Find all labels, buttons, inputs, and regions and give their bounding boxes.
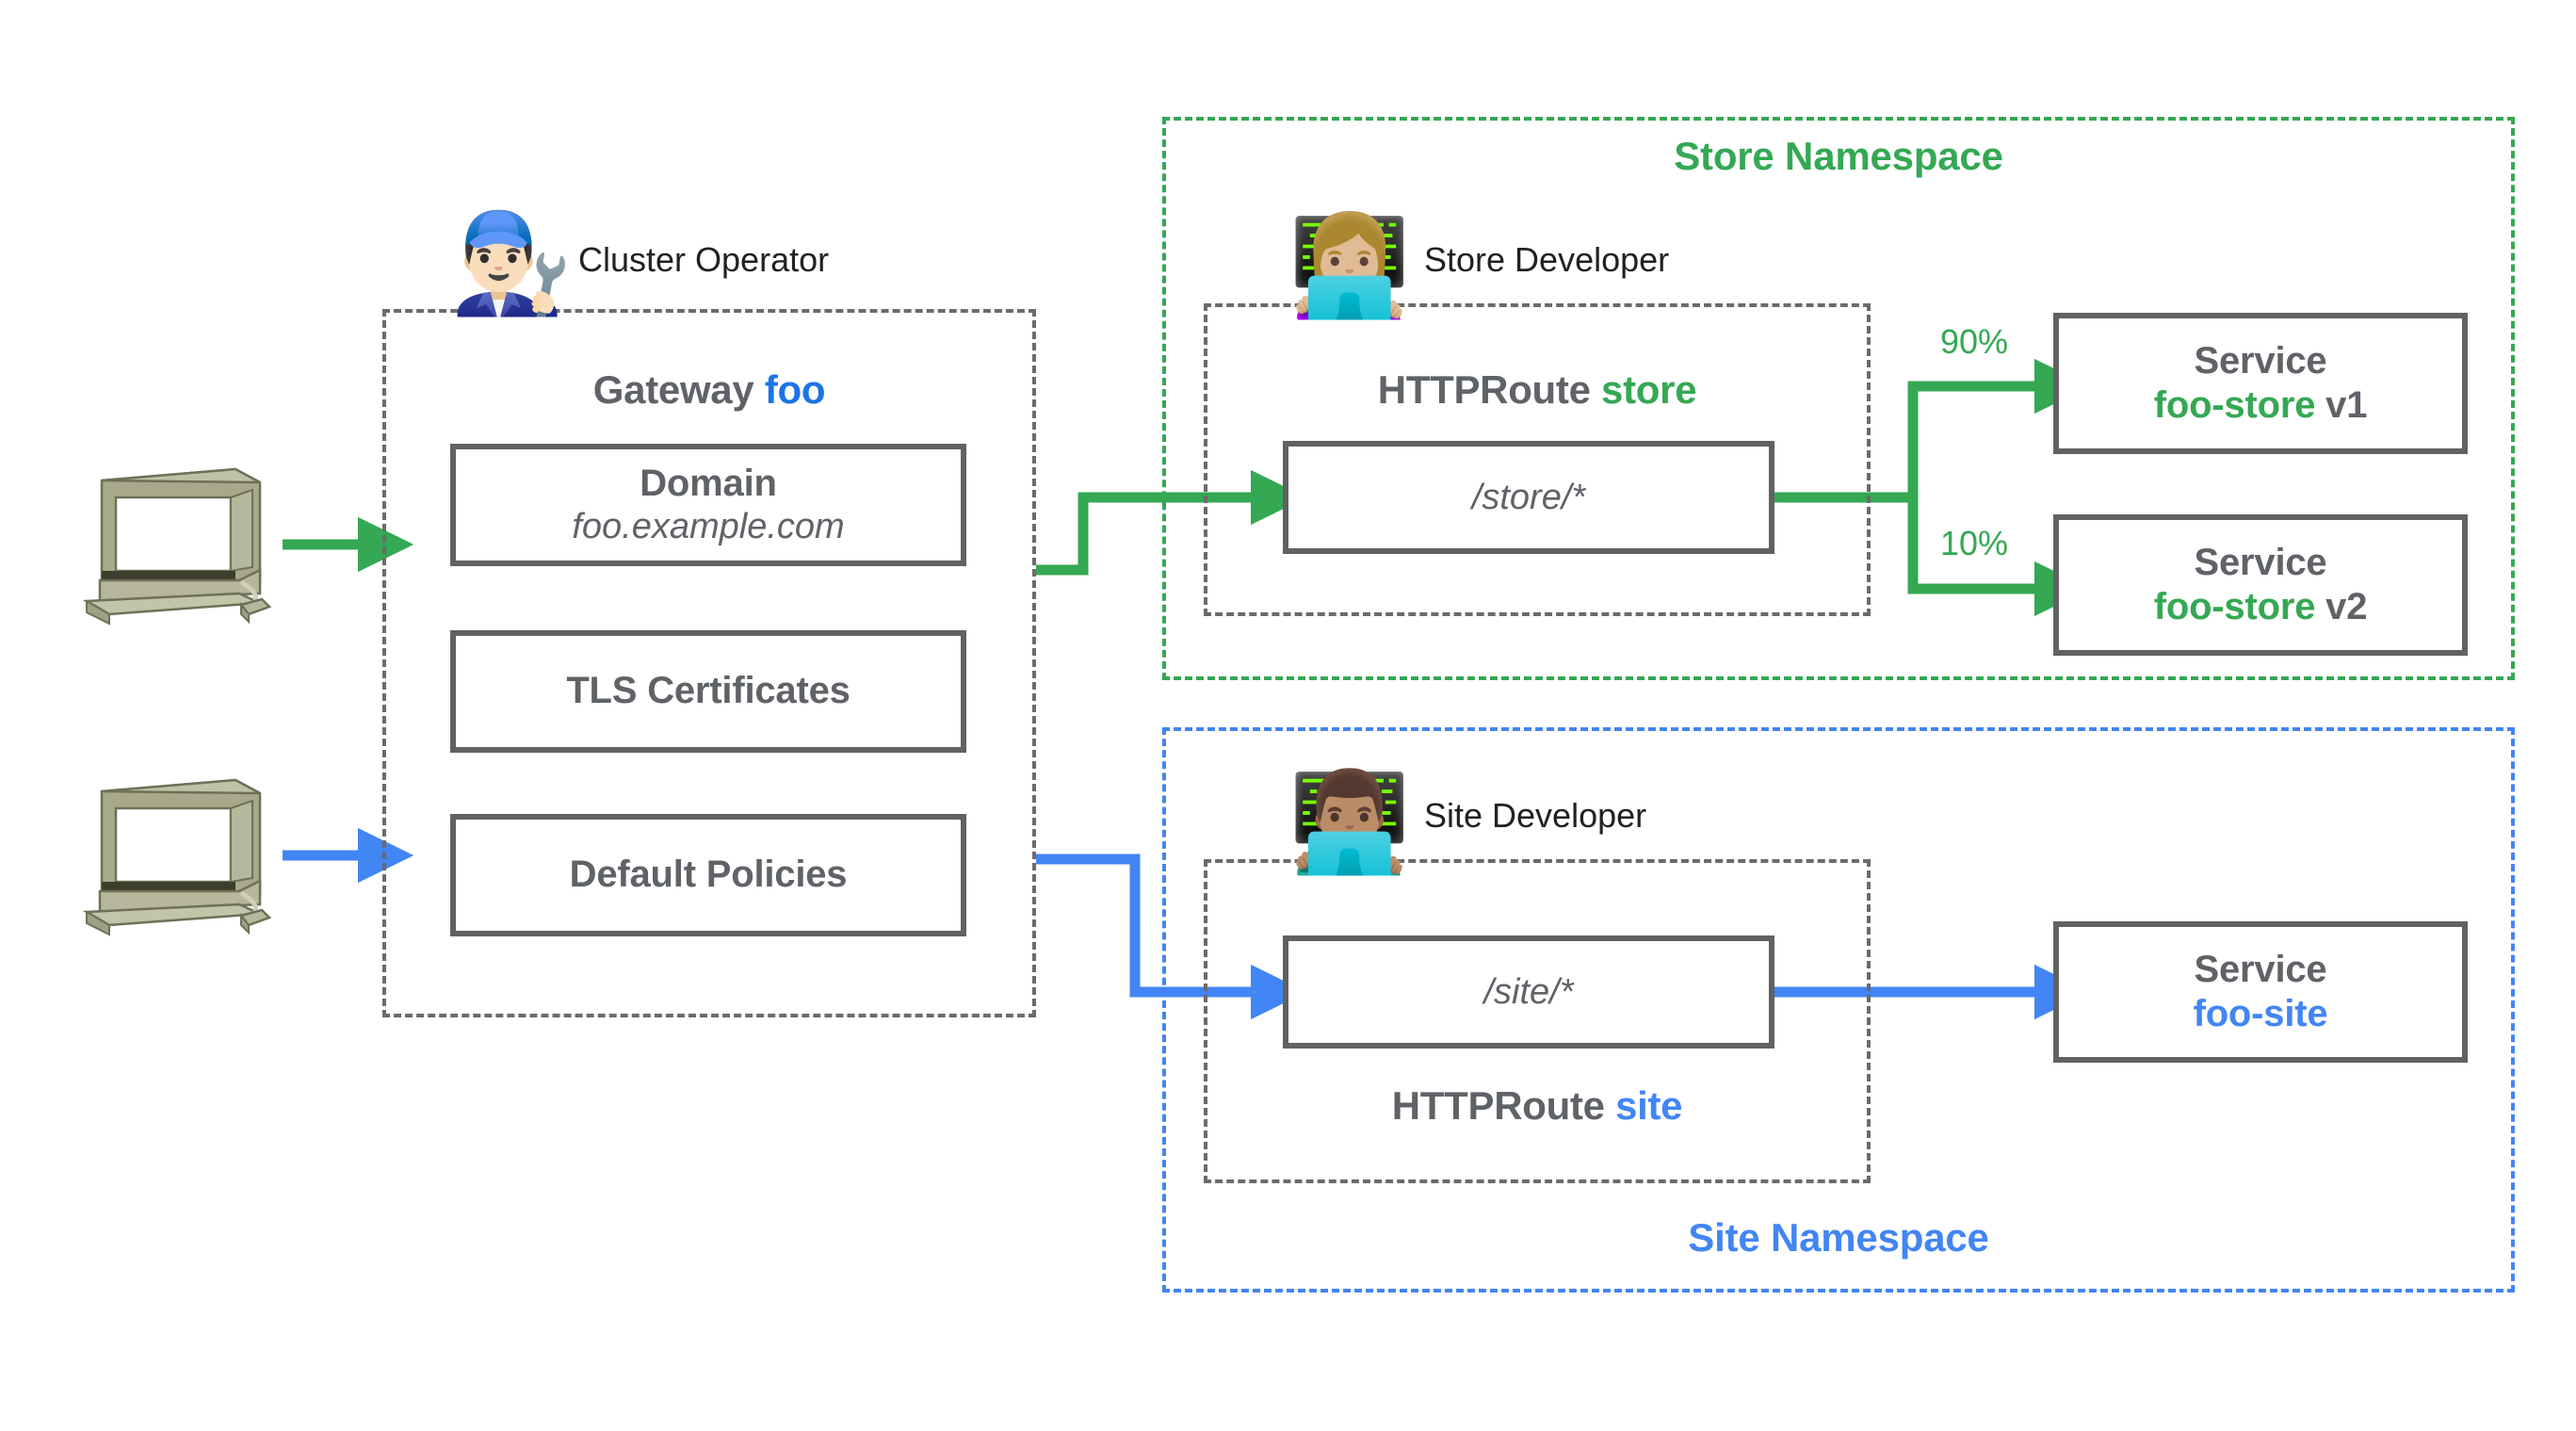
gateway-resource-tls-certificates[interactable]: TLS Certificates xyxy=(450,630,966,753)
store-backend-service-v1-name-text: foo-store xyxy=(2153,384,2316,426)
gateway-resource-domain[interactable]: Domain foo.example.com xyxy=(450,444,966,566)
store-backend-service-v1[interactable]: Service foo-store v1 xyxy=(2053,313,2468,454)
cluster-operator-avatar-icon: 👨🏻‍🔧 xyxy=(450,209,573,318)
store-backend-service-v2-name-text: foo-store xyxy=(2153,586,2316,627)
gateway-resource-domain-value: foo.example.com xyxy=(572,507,845,547)
store-developer-label: Store Developer xyxy=(1424,240,1670,279)
store-namespace-boundary xyxy=(1162,117,2515,680)
store-backend-service-v1-name: foo-store v1 xyxy=(2154,383,2368,428)
store-httproute-match-value: /store/* xyxy=(1471,477,1586,517)
site-backend-service-name: foo-site xyxy=(2193,993,2328,1034)
site-httproute-title: HTTPRoute site xyxy=(1204,1083,1871,1129)
site-namespace-boundary xyxy=(1162,727,2515,1293)
gateway-title-prefix: Gateway xyxy=(592,367,754,412)
site-httproute-title-name: site xyxy=(1615,1083,1683,1128)
gateway-title: Gateway foo xyxy=(382,367,1036,413)
store-httproute-title-prefix: HTTPRoute xyxy=(1377,367,1591,412)
store-developer-avatar-icon: 👩🏼‍💻 xyxy=(1288,212,1411,321)
store-namespace-title: Store Namespace xyxy=(1674,134,2003,178)
store-backend-service-v2-name: foo-store v2 xyxy=(2154,585,2368,629)
site-backend-service-kind: Service xyxy=(2194,948,2327,990)
site-developer-avatar-icon: 👨🏽‍💻 xyxy=(1288,768,1411,877)
site-developer-label: Site Developer xyxy=(1424,796,1647,835)
store-backend-service-v1-kind: Service xyxy=(2194,339,2327,382)
site-developer-boundary xyxy=(1204,859,1871,1183)
gateway-resource-default-policies-label: Default Policies xyxy=(569,854,848,896)
site-httproute-match-value: /site/* xyxy=(1483,971,1574,1012)
site-backend-service-foo-site[interactable]: Service foo-site xyxy=(2053,921,2468,1063)
gateway-resource-domain-label: Domain xyxy=(640,462,777,504)
site-namespace-title: Site Namespace xyxy=(1688,1215,1989,1260)
store-backend-service-v2[interactable]: Service foo-store v2 xyxy=(2053,514,2468,656)
site-httproute-match-box[interactable]: /site/* xyxy=(1283,935,1774,1049)
store-backend-v2-weight: 10% xyxy=(1940,524,2009,562)
store-backend-v1-weight: 90% xyxy=(1940,322,2009,361)
desktop-computer-icon xyxy=(82,467,272,626)
cluster-operator-label: Cluster Operator xyxy=(578,240,830,279)
store-httproute-title: HTTPRoute store xyxy=(1204,367,1871,413)
store-httproute-title-name: store xyxy=(1601,367,1697,412)
store-backend-service-v1-version: v1 xyxy=(2325,384,2368,426)
gateway-title-name: foo xyxy=(764,367,826,412)
store-backend-service-v2-version: v2 xyxy=(2325,586,2368,627)
store-backend-service-v2-kind: Service xyxy=(2194,541,2327,583)
gateway-resource-default-policies[interactable]: Default Policies xyxy=(450,814,966,936)
cluster-operator-boundary xyxy=(382,309,1036,1017)
gateway-resource-tls-certificates-label: TLS Certificates xyxy=(566,670,851,712)
desktop-computer-icon xyxy=(82,778,272,936)
site-httproute-title-prefix: HTTPRoute xyxy=(1391,1083,1605,1128)
store-httproute-match-box[interactable]: /store/* xyxy=(1283,441,1774,554)
store-developer-boundary xyxy=(1204,303,1871,616)
